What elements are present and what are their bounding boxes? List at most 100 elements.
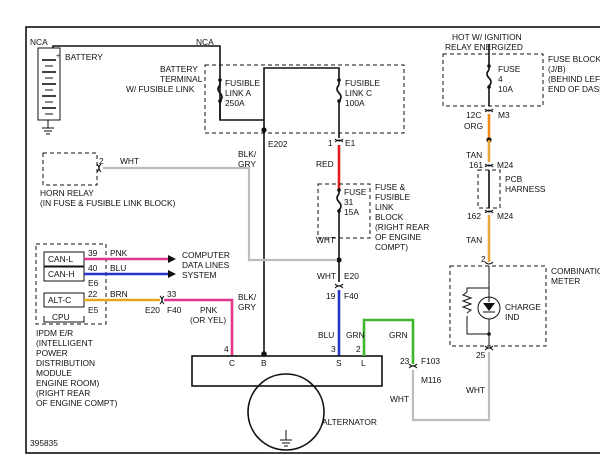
label-wht-bottom: WHT [390,394,409,404]
alternator-symbol [247,373,325,451]
label-ipdm-7: (RIGHT REAR [36,388,90,398]
label-red: RED [316,159,334,169]
label-alt-c: C [229,358,235,368]
label-hot-1: HOT W/ IGNITION [452,32,522,42]
resistor-symbol [461,291,473,314]
label-f40: F40 [344,291,359,301]
label-horn-2: (IN FUSE & FUSIBLE LINK BLOCK) [40,198,176,208]
label-bt-3: W/ FUSIBLE LINK [126,84,195,94]
fusible-link-c-symbol [336,84,342,102]
battery-terminal-box [204,64,405,134]
label-blu1: BLU [110,263,126,273]
label-e20: E20 [344,271,359,281]
label-fla-1: FUSIBLE [225,78,260,88]
label-brn: BRN [110,289,128,299]
label-e6: E6 [88,278,99,288]
label-hot-2: RELAY ENERGIZED [445,42,523,52]
label-e20b: E20 [145,305,160,315]
label-fuse31-3: 15A [344,207,359,217]
label-ffb-4: BLOCK [375,212,404,222]
label-ipdm-6: ENGINE ROOM) [36,378,99,388]
label-ipdm-5: MODULE [36,368,72,378]
label-fuse31-1: FUSE [344,187,367,197]
fuse-fusible-link-block [317,183,371,239]
wht-wire-meter [411,352,491,422]
label-charge-2: IND [505,312,519,322]
label-pin22: 22 [88,289,98,299]
label-charge-1: CHARGE [505,302,541,312]
label-f40-19: 19 [326,291,336,301]
label-alt-c-pin: 4 [224,344,229,354]
label-ffb-5: (RIGHT REAR [375,222,429,232]
label-fb-3: (BEHIND LEFT [548,74,600,84]
label-ipdm-8: OF ENGINE COMPT) [36,398,118,408]
label-alt-s-pin: 3 [331,344,336,354]
label-alternator: ALTERNATOR [322,417,377,427]
label-alt-l-pin: 2 [356,344,361,354]
label-m24-162: 162 [467,211,481,221]
label-blkgry-1b: GRY [238,159,256,169]
alternator-connector-block [191,355,383,387]
label-flc-3: 100A [345,98,365,108]
label-cdl-3: SYSTEM [182,270,216,280]
label-org: ORG [464,121,483,131]
label-meter-pin25: 25 [476,350,486,360]
label-m3-12c: 12C [466,110,481,120]
label-ffb-3: LINK [375,202,394,212]
label-m24a: M24 [497,160,514,170]
label-meter-2: METER [551,276,580,286]
fuse-block-jb [442,53,544,107]
label-e202: E202 [268,139,288,149]
label-blkgry-1a: BLK/ [238,149,257,159]
label-blkgry-2a: BLK/ [238,292,257,302]
label-flc-1: FUSIBLE [345,78,380,88]
label-f40b: F40 [167,305,182,315]
label-m24-161: 161 [469,160,483,170]
label-ipdm-1: IPDM E/R [36,328,73,338]
label-pnk2: PNK [200,305,218,315]
label-f103-23: 23 [400,356,410,366]
label-e5: E5 [88,305,99,315]
label-ipdm-3: POWER [36,348,68,358]
label-pcb-1: PCB [505,174,523,184]
label-ffb-7: COMPT) [375,242,408,252]
label-grn-top: GRN [389,330,408,340]
label-battery: BATTERY [65,52,103,62]
label-fb-2: (J/B) [548,64,566,74]
label-bt-1: BATTERY [160,64,198,74]
fuse-31-symbol [336,193,342,211]
label-canh: CAN-H [48,269,75,279]
label-ffb-6: OF ENGINE [375,232,421,242]
fusible-link-a-symbol [217,84,223,102]
label-pnk1: PNK [110,248,128,258]
label-alt-s: S [336,358,342,368]
label-grn-l: GRN [346,330,365,340]
label-fuse31-2: 31 [344,197,354,207]
label-ffb-2: FUSIBLE [375,192,410,202]
fuse-4-symbol [486,69,492,87]
label-ffb-1: FUSE & [375,182,406,192]
connector-m3 [484,108,494,112]
combination-meter-box [449,265,547,347]
label-e1: E1 [345,138,356,148]
label-f103: F103 [421,356,440,366]
label-horn-wht: WHT [120,156,139,166]
connector-e1 [334,138,344,142]
battery-symbol [37,47,61,135]
label-fb-4: END OF DASH) [548,84,600,94]
label-fb-1: FUSE BLOCK [548,54,600,64]
label-nca-left: NCA [30,37,48,47]
label-wht-fuse: WHT [316,235,335,245]
label-nca-right: NCA [196,37,214,47]
label-blkgry-2b: GRY [238,302,256,312]
grn-wire-l [362,318,415,364]
label-figure-id: 395835 [30,438,58,448]
connector-m24-162 [484,209,494,213]
label-flc-2: LINK C [345,88,372,98]
label-horn-pin: 2 [99,156,104,166]
label-cdl-1: COMPUTER [182,250,230,260]
label-tan2: TAN [466,235,482,245]
label-wht-right: WHT [466,385,485,395]
label-meter-1: COMBINATION [551,266,600,276]
